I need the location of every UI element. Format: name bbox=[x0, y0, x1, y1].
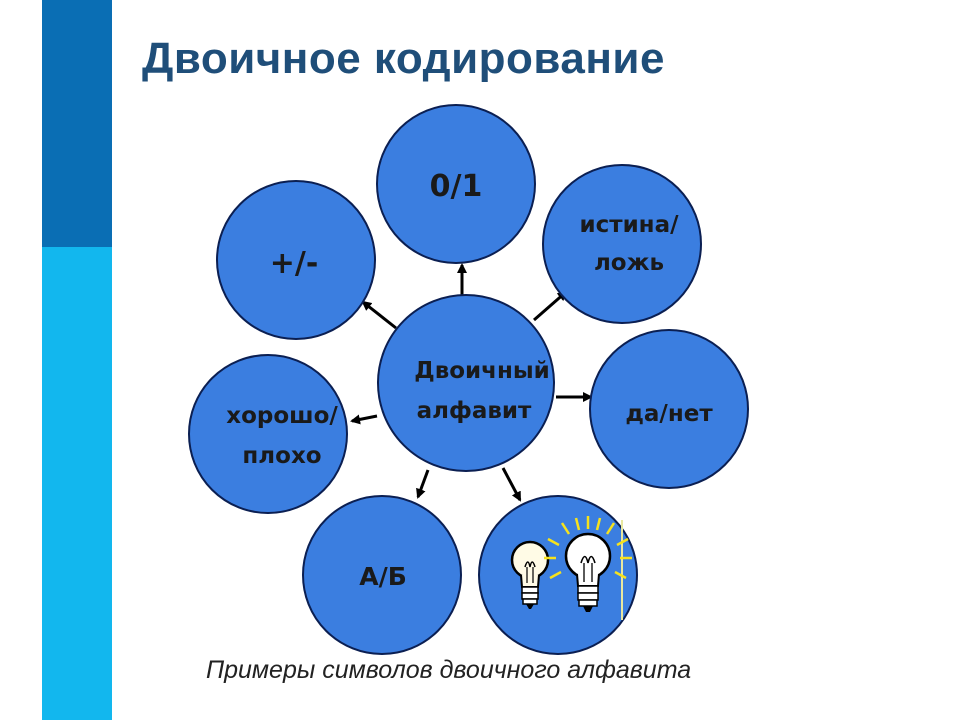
node-zero-one: 0/1 bbox=[376, 104, 536, 264]
node-true-false-line2: ложь bbox=[594, 250, 664, 276]
center-label-line2: алфавит bbox=[417, 398, 532, 424]
node-yes-no-label: да/нет bbox=[625, 401, 713, 427]
node-good-bad-line2: плохо bbox=[242, 443, 321, 469]
node-plus-minus: +/- bbox=[216, 180, 376, 340]
arrow-to-bulbs bbox=[501, 467, 522, 502]
light-bulb-off-icon bbox=[510, 540, 550, 609]
node-yes-no: да/нет bbox=[589, 329, 749, 489]
accent-bar-bottom bbox=[42, 247, 112, 720]
node-center: Двоичный алфавит bbox=[377, 294, 555, 472]
center-label-line1: Двоичный bbox=[414, 358, 550, 384]
node-true-false: истина/ ложь bbox=[542, 164, 702, 324]
node-good-bad: хорошо/ плохо bbox=[188, 354, 348, 514]
node-good-bad-line1: хорошо/ bbox=[226, 403, 338, 429]
node-a-b: А/Б bbox=[302, 495, 462, 655]
node-zero-one-label: 0/1 bbox=[430, 169, 483, 204]
arrow-to-a-b bbox=[416, 469, 430, 499]
light-bulb-on-icon bbox=[544, 516, 632, 612]
node-plus-minus-label: +/- bbox=[270, 246, 319, 281]
slide-caption: Примеры символов двоичного алфавита bbox=[206, 656, 692, 684]
arrow-to-good-bad bbox=[350, 414, 378, 425]
connector-arrows bbox=[350, 263, 593, 502]
accent-bar-top bbox=[42, 0, 112, 247]
arrow-to-plus-minus bbox=[361, 300, 397, 330]
node-bulbs bbox=[478, 495, 638, 655]
node-true-false-line1: истина/ bbox=[579, 212, 679, 238]
slide-title: Двоичное кодирование bbox=[142, 34, 665, 83]
arrow-to-true-false bbox=[533, 290, 568, 322]
node-a-b-label: А/Б bbox=[359, 562, 407, 591]
